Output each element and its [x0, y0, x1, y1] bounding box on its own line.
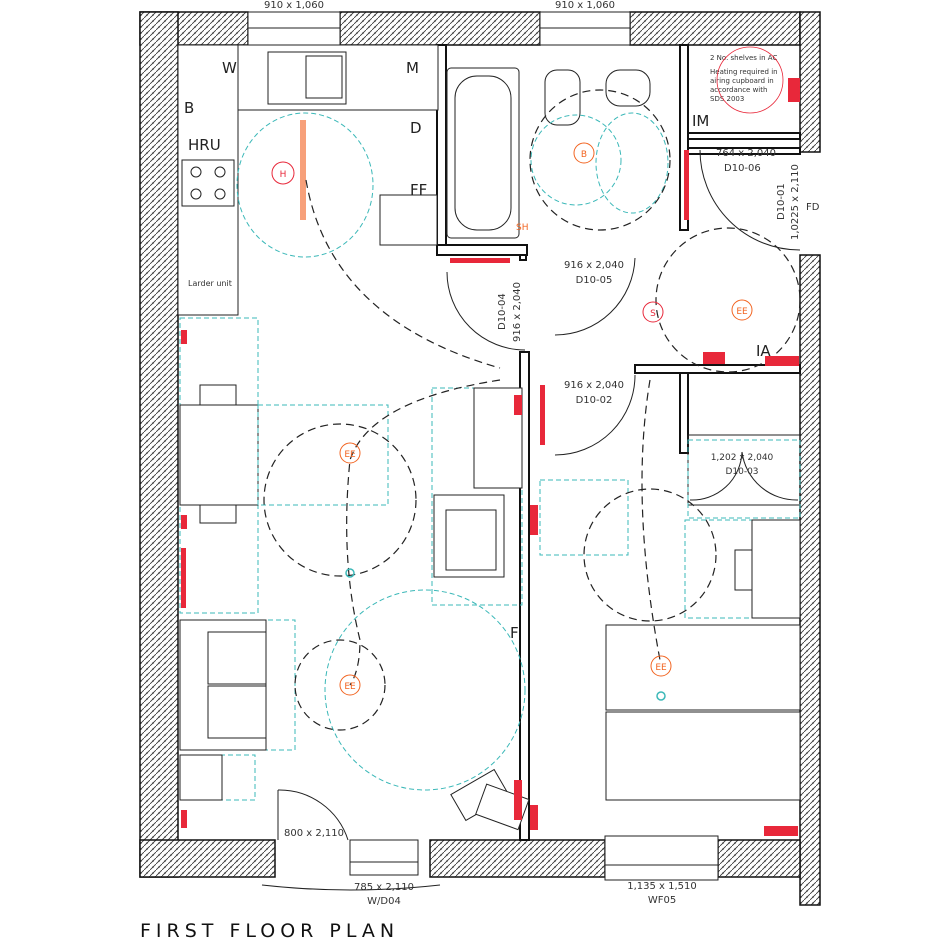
external-walls	[139, 11, 821, 906]
windows	[247, 11, 719, 881]
door-d10-03-ref: D10-03	[725, 467, 758, 477]
label-b: B	[184, 99, 194, 117]
door-d10-05-ref: D10-05	[576, 275, 613, 286]
note-shelves: 2 No. shelves in AC	[710, 54, 777, 62]
label-w: W	[222, 59, 237, 77]
window-3-ref: WF05	[648, 895, 676, 906]
ee-symbol-entrance: EE	[344, 682, 356, 692]
ee-symbol-bedroom: EE	[655, 663, 667, 673]
heater-symbol: H	[280, 170, 287, 180]
basin	[605, 69, 651, 107]
bathroom	[446, 67, 671, 239]
wc	[544, 69, 581, 126]
door-d10-06-ref: D10-06	[724, 163, 761, 174]
label-ff: FF	[410, 181, 427, 199]
door-d10-05-size: 916 x 2,040	[564, 260, 624, 271]
door-d10-02-size: 916 x 2,040	[564, 380, 624, 391]
electrical-sockets	[181, 150, 799, 836]
living-area	[179, 179, 530, 831]
plan-title: FIRST FLOOR PLAN	[140, 920, 399, 942]
door-wd04-ref: W/D04	[367, 896, 401, 907]
window-3-size: 1,135 x 1,510	[627, 881, 697, 892]
bed-2	[605, 711, 801, 801]
label-fd: FD	[806, 202, 820, 213]
note-heating-4: SDS 2003	[710, 95, 744, 103]
note-heating-3: accordance with	[710, 86, 767, 94]
door-d10-03-size: 1,202 x 2,040	[711, 453, 774, 463]
label-im: IM	[692, 112, 709, 130]
label-larder-unit: Larder unit	[188, 279, 232, 288]
note-heating-2: airing cupboard in	[710, 77, 774, 85]
door-wd04-size: 785 x 2,110	[354, 882, 414, 893]
door-swings	[261, 149, 801, 891]
door-d10-01-size: 1,0225 x 2,110	[790, 164, 801, 240]
ee-symbol-living: EE	[344, 450, 356, 460]
kitchen	[177, 44, 439, 316]
door-entrance-size: 800 x 2,110	[284, 828, 344, 839]
note-heating-1: Heating required in	[710, 68, 778, 76]
window-2-size: 910 x 1,060	[555, 0, 615, 11]
wardrobe	[687, 434, 801, 506]
shower-symbol: SH	[516, 223, 528, 233]
bedroom	[539, 379, 801, 801]
hob	[181, 159, 235, 207]
label-hru: HRU	[188, 136, 221, 154]
smoke-detector-symbol: S	[650, 309, 656, 319]
door-d10-02-ref: D10-02	[576, 395, 613, 406]
bed-1	[605, 624, 801, 711]
window-1-size: 910 x 1,060	[264, 0, 324, 11]
label-f: F	[510, 624, 519, 642]
door-d10-04-ref: D10-04	[497, 293, 508, 330]
label-m: M	[406, 59, 419, 77]
door-d10-01-ref: D10-01	[776, 183, 787, 220]
dining-table	[179, 404, 259, 506]
internal-walls	[436, 44, 801, 841]
ee-symbol-hall: EE	[736, 307, 748, 317]
boiler-symbol: B	[581, 150, 587, 160]
label-d: D	[410, 119, 422, 137]
door-d10-04-size: 916 x 2,040	[512, 282, 523, 342]
label-ia: IA	[756, 342, 771, 360]
door-d10-06-size: 764 x 2,040	[716, 148, 776, 159]
